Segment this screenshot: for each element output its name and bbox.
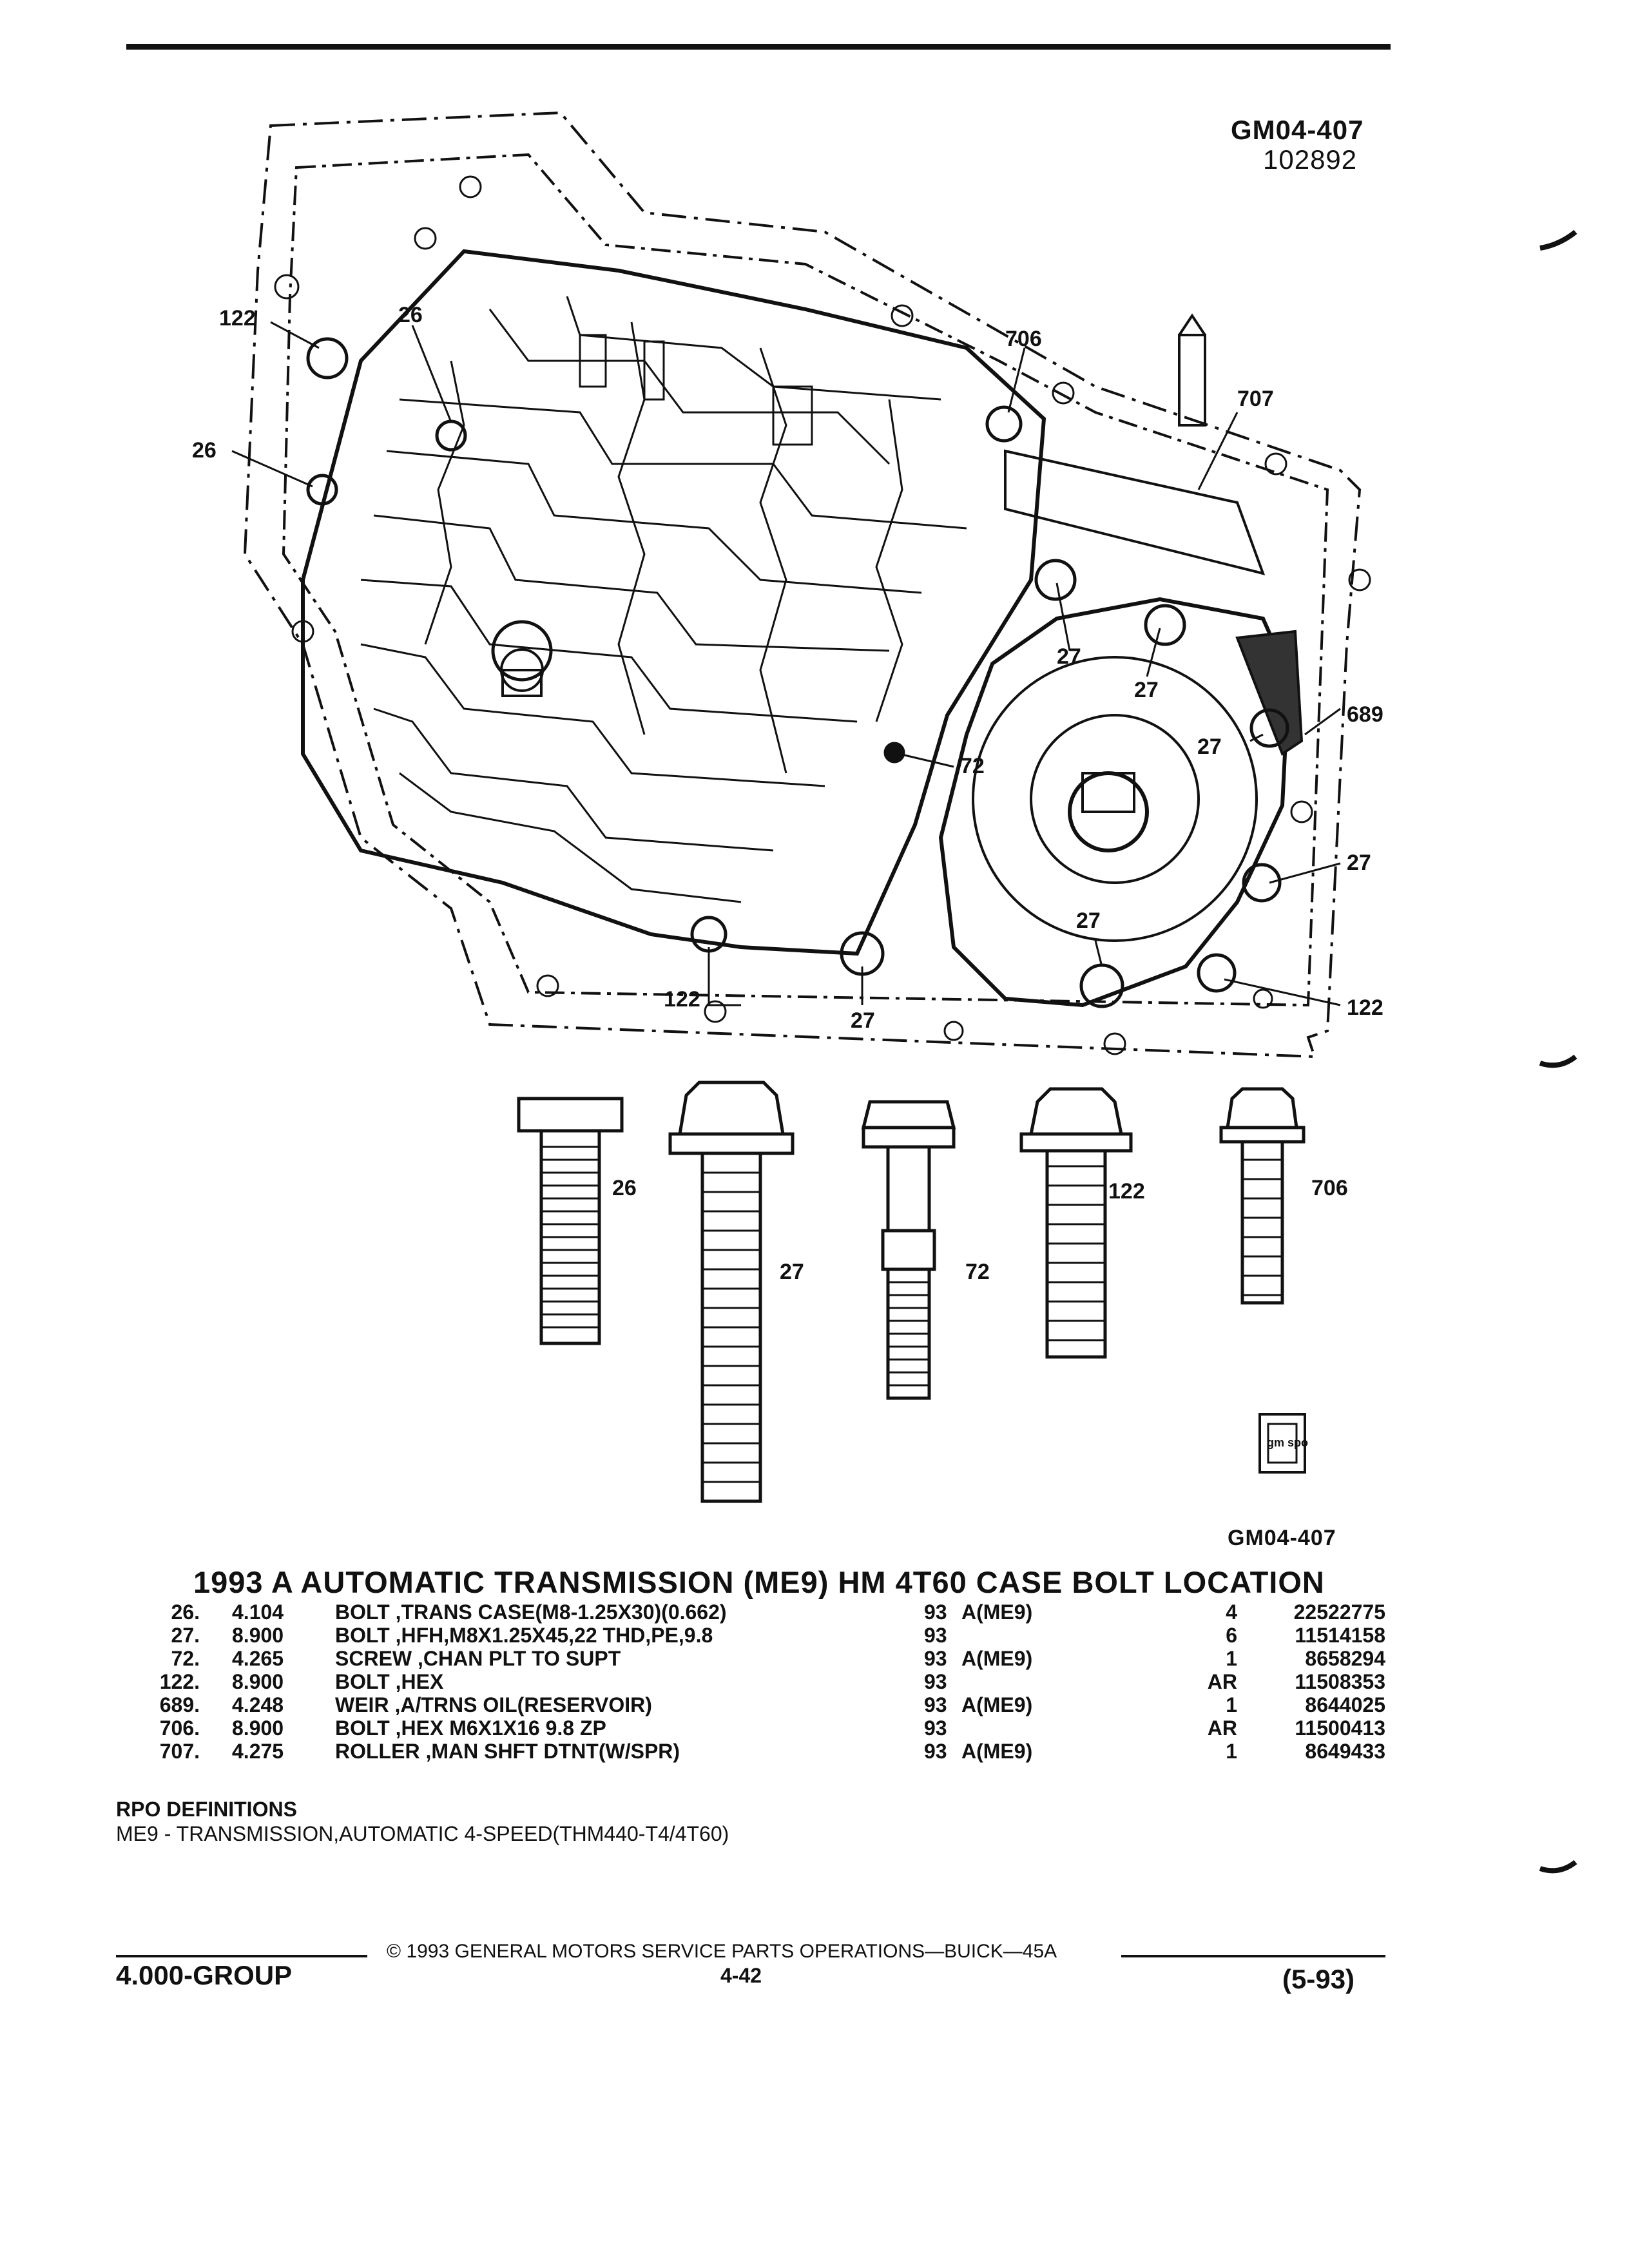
rpo-heading: RPO DEFINITIONS (116, 1798, 297, 1821)
callout-122-c: 122 (1347, 995, 1383, 1020)
bolt-label-706: 706 (1311, 1176, 1348, 1200)
callout-26-b: 26 (192, 438, 217, 463)
footer-group: 4.000-GROUP (116, 1960, 293, 1990)
rpo-definition: ME9 - TRANSMISSION,AUTOMATIC 4-SPEED(THM… (116, 1822, 729, 1845)
callout-122-a: 122 (219, 306, 256, 331)
case-inner-outline (282, 153, 1329, 1007)
bolt-label-26: 26 (612, 1176, 637, 1200)
screw-72-drawing (861, 1100, 956, 1400)
bolt-122-drawing (1019, 1087, 1133, 1359)
callout-27-e: 27 (1076, 908, 1101, 933)
callout-72: 72 (960, 754, 985, 778)
callout-27-d: 27 (1347, 850, 1371, 875)
callout-707: 707 (1237, 387, 1274, 411)
bolt-label-122: 122 (1108, 1179, 1145, 1204)
bolt-label-27: 27 (780, 1260, 804, 1284)
figure-id-top: GM04-407 (1231, 115, 1364, 145)
bolt-27-drawing (668, 1081, 795, 1503)
callout-27-c: 27 (1197, 735, 1222, 759)
footer-copyright: © 1993 GENERAL MOTORS SERVICE PARTS OPER… (387, 1941, 1057, 1962)
bolt-label-72: 72 (965, 1260, 990, 1284)
callout-27-f: 27 (851, 1008, 875, 1033)
page-title: 1993 A AUTOMATIC TRANSMISSION (ME9) HM 4… (193, 1565, 1325, 1599)
oil-pump-body (938, 597, 1291, 1008)
footer-date: (5-93) (1282, 1964, 1355, 1994)
callout-27-b: 27 (1134, 678, 1159, 702)
callout-122-b: 122 (664, 987, 700, 1012)
callout-26-a: 26 (398, 303, 423, 327)
rpo-icon (1258, 1413, 1306, 1474)
rpo-icon-text: gm spo (1267, 1436, 1308, 1449)
figure-id-bottom: GM04-407 (1228, 1526, 1336, 1550)
callout-689: 689 (1347, 702, 1383, 727)
callout-27-a: 27 (1057, 644, 1081, 669)
bolt-706-drawing (1219, 1087, 1306, 1305)
valve-body-plate (301, 249, 1046, 956)
footer-page-number: 4-42 (720, 1964, 762, 1987)
parts-table: 26. 4.104 BOLT ,TRANS CASE(M8-1.25X30)(0… (159, 1600, 1385, 1763)
callout-706: 706 (1005, 327, 1042, 351)
figure-number: 102892 (1263, 144, 1358, 175)
top-rule (126, 44, 1391, 50)
bolt-26-drawing (517, 1097, 624, 1345)
